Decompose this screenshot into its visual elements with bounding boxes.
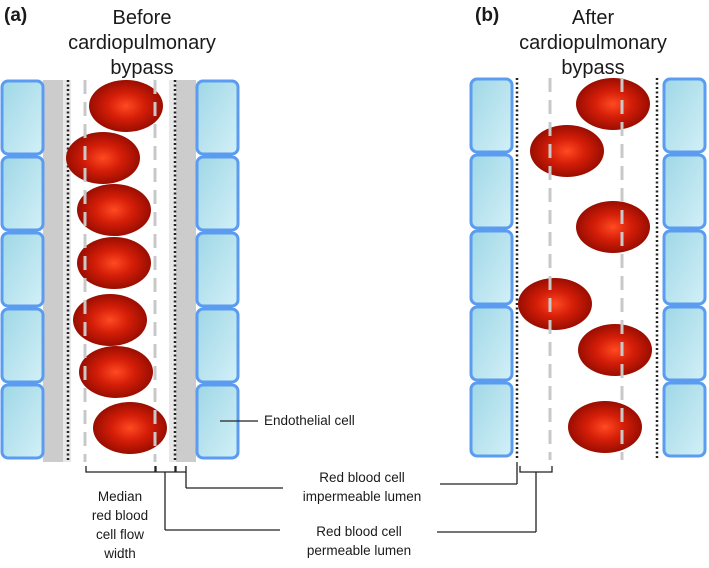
endothelial-cell xyxy=(195,307,240,384)
glycocalyx-left-a xyxy=(43,80,63,462)
red-blood-cells-b xyxy=(518,78,652,453)
panel-a-title-line-1: Before xyxy=(112,7,172,29)
endothelial-cell xyxy=(469,229,514,306)
impermeable-lumen-label: Red blood cell impermeable lumen xyxy=(287,468,437,506)
endothelial-cell xyxy=(469,305,514,382)
endothelial-cell xyxy=(662,229,707,306)
endothelial-cell xyxy=(662,77,707,154)
endothelial-cell xyxy=(469,153,514,230)
panel-b-label: (b) xyxy=(475,5,500,26)
panel-a-vessel xyxy=(0,79,240,462)
panel-b-title-line-2: cardiopulmonary xyxy=(519,32,667,54)
median-width-bracket xyxy=(85,466,156,473)
impermeable-bracket-a xyxy=(175,466,187,473)
endothelial-column-left-a xyxy=(0,79,45,460)
endothelial-cell xyxy=(0,79,45,156)
red-blood-cell xyxy=(576,78,650,130)
endothelial-cell xyxy=(662,381,707,458)
panel-b-title-line-3: bypass xyxy=(561,57,625,79)
endothelial-cell xyxy=(0,155,45,232)
permeable-line-2: permeable lumen xyxy=(306,543,412,558)
endothelial-cell xyxy=(662,153,707,230)
endothelial-cell xyxy=(195,231,240,308)
red-blood-cell xyxy=(93,402,167,454)
endothelial-column-left-b xyxy=(469,77,514,458)
permeable-line-1: Red blood cell xyxy=(316,524,402,539)
panel-a-title-line-2: cardiopulmonary xyxy=(68,32,216,54)
impermeable-line-2: impermeable lumen xyxy=(302,489,422,504)
red-blood-cell xyxy=(77,237,151,289)
endothelial-column-right-a xyxy=(195,79,240,460)
red-blood-cell xyxy=(66,132,140,184)
panel-a-title: Before cardiopulmonary bypass xyxy=(42,6,242,81)
endothelial-cell xyxy=(195,79,240,156)
red-blood-cell xyxy=(73,294,147,346)
endothelial-cell xyxy=(469,381,514,458)
endothelial-column-right-b xyxy=(662,77,707,458)
red-blood-cell xyxy=(530,125,604,177)
red-blood-cell xyxy=(77,184,151,236)
panel-a-title-line-3: bypass xyxy=(110,57,174,79)
red-blood-cell xyxy=(568,401,642,453)
permeable-lumen-label: Red blood cell permeable lumen xyxy=(284,522,434,560)
median-width-line-4: width xyxy=(104,546,136,561)
panel-b-title-line-1: After xyxy=(571,7,615,29)
endothelial-cell xyxy=(0,383,45,460)
median-width-line-1: Median xyxy=(97,489,143,504)
panel-a-label: (a) xyxy=(4,5,28,26)
median-width-label: Median red blood cell flow width xyxy=(75,487,165,563)
red-blood-cells-a xyxy=(66,80,167,454)
endothelial-cell xyxy=(469,77,514,154)
permeable-bracket-a xyxy=(155,466,176,473)
impermeable-line-1: Red blood cell xyxy=(319,470,405,485)
panel-b-title: After cardiopulmonary bypass xyxy=(493,6,693,81)
red-blood-cell xyxy=(518,278,592,330)
red-blood-cell xyxy=(578,324,652,376)
endothelial-cell xyxy=(0,307,45,384)
endothelial-cell xyxy=(0,231,45,308)
endothelial-cell-label: Endothelial cell xyxy=(264,413,355,428)
median-width-line-3: cell flow xyxy=(95,527,144,542)
red-blood-cell xyxy=(79,346,153,398)
red-blood-cell xyxy=(89,80,163,132)
endothelial-cell xyxy=(662,305,707,382)
red-blood-cell xyxy=(576,201,650,253)
glycocalyx-light-right-a xyxy=(169,80,176,462)
endothelial-cell xyxy=(195,155,240,232)
panel-b-vessel xyxy=(469,77,707,460)
median-width-line-2: red blood xyxy=(91,508,149,523)
glycocalyx-right-a xyxy=(176,80,196,462)
annotation-lines xyxy=(85,420,553,533)
permeable-bracket-b xyxy=(519,466,553,473)
